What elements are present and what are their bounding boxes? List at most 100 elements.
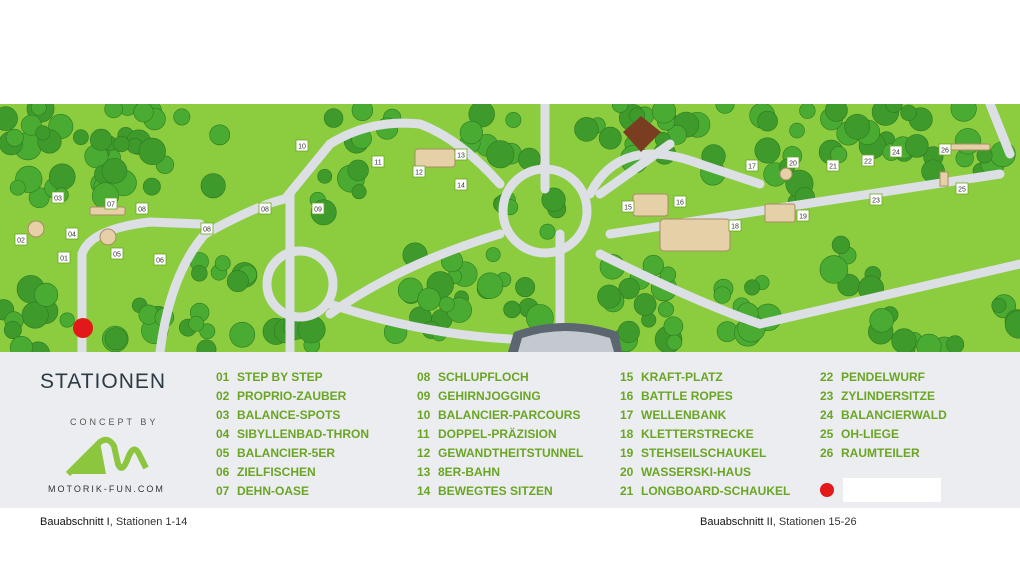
roundabout-center: [498, 164, 592, 258]
legend-station: 02 PROPRIO-ZAUBER: [216, 387, 369, 406]
station-marker: 25: [955, 182, 969, 195]
station-marker: 08: [200, 222, 214, 235]
station-marker-label: 20: [789, 161, 797, 168]
station-marker: 22: [861, 154, 875, 167]
station-marker: 11: [371, 155, 385, 168]
station-marker: 13: [454, 148, 468, 161]
station-marker-label: 25: [958, 187, 966, 194]
station-name: BALANCIER-5ER: [237, 446, 336, 460]
station-number: 04: [216, 427, 230, 441]
station-marker-label: 07: [107, 202, 115, 209]
station-marker: 14: [454, 178, 468, 191]
concept-by-label: CONCEPT BY: [70, 417, 159, 427]
station-number: 14: [417, 484, 431, 498]
footer-section-1-stations: , Stationen 1-14: [109, 516, 188, 528]
station-name: SCHLUPFLOCH: [438, 370, 529, 384]
station-name: GEHIRNJOGGING: [438, 389, 541, 403]
station-name: PENDELWURF: [841, 370, 925, 384]
station-marker-label: 26: [941, 148, 949, 155]
station-marker-label: 14: [457, 183, 465, 190]
stage-inner: [518, 331, 614, 352]
station-marker-label: 21: [829, 164, 837, 171]
station-marker-label: 08: [203, 227, 211, 234]
footer-section-2-title: Bauabschnitt II: [700, 516, 773, 528]
legend-station: 04 SIBYLLENBAD-THRON: [216, 425, 369, 444]
tree-clusters: [0, 104, 1020, 352]
footer-section-1-title: Bauabschnitt I: [40, 516, 110, 528]
station-name: PROPRIO-ZAUBER: [237, 389, 347, 403]
logo-text: MOTORIK-FUN.COM: [48, 484, 165, 494]
station-name: SIBYLLENBAD-THRON: [237, 427, 369, 441]
station-marker: 10: [295, 139, 309, 152]
station-marker: 24: [889, 145, 903, 158]
station-name: ZYLINDERSITZE: [841, 389, 936, 403]
station-name: WELLENBANK: [641, 408, 727, 422]
station-name: LONGBOARD-SCHAUKEL: [641, 484, 791, 498]
station-name: BALANCIER-PARCOURS: [438, 408, 581, 422]
station-marker-label: 08: [261, 207, 269, 214]
station-marker-label: 17: [748, 164, 756, 171]
station-marker: 12: [412, 165, 426, 178]
station-number: 02: [216, 389, 230, 403]
station-marker: 01: [57, 251, 71, 264]
station-number: 20: [620, 465, 634, 479]
legend-station: 03 BALANCE-SPOTS: [216, 406, 369, 425]
start-marker-legend: [820, 483, 834, 497]
station-name: BEWEGTES SITZEN: [438, 484, 553, 498]
station-number: 12: [417, 446, 431, 460]
station-number: 15: [620, 370, 634, 384]
station-name: STEP BY STEP: [237, 370, 323, 384]
station-marker-label: 05: [113, 252, 121, 259]
station-number: 24: [820, 408, 834, 422]
station-marker: 17: [745, 159, 759, 172]
station-marker-label: 13: [457, 153, 465, 160]
station-number: 17: [620, 408, 634, 422]
station-number: 23: [820, 389, 834, 403]
station-number: 26: [820, 446, 834, 460]
station-marker-label: 23: [872, 198, 880, 205]
legend-station: 15 KRAFT-PLATZ: [620, 368, 790, 387]
station-number: 03: [216, 408, 230, 422]
station-number: 19: [620, 446, 634, 460]
legend-station: 17 WELLENBANK: [620, 406, 790, 425]
footer-section-2: Bauabschnitt II, Stationen 15-26: [700, 516, 857, 528]
station-name: OH-LIEGE: [841, 427, 900, 441]
station-marker: 09: [311, 202, 325, 215]
footer-section-2-stations: , Stationen 15-26: [772, 516, 857, 528]
station-marker-label: 08: [138, 207, 146, 214]
station-name: RAUMTEILER: [841, 446, 920, 460]
station-marker: 05: [110, 247, 124, 260]
station-marker-label: 24: [892, 150, 900, 157]
station-name: KRAFT-PLATZ: [641, 370, 723, 384]
station-number: 13: [417, 465, 431, 479]
station-name: BALANCIERWALD: [841, 408, 947, 422]
legend-title: STATIONEN: [40, 370, 167, 393]
station-marker: 03: [51, 191, 65, 204]
station-marker-label: 03: [54, 196, 62, 203]
legend-station: 24 BALANCIERWALD: [820, 406, 947, 425]
station-marker-label: 12: [415, 170, 423, 177]
station-number: 18: [620, 427, 634, 441]
station-marker: 18: [728, 219, 742, 232]
station-number: 09: [417, 389, 431, 403]
footer-section-1: Bauabschnitt I, Stationen 1-14: [40, 516, 187, 528]
station-name: BALANCE-SPOTS: [237, 408, 341, 422]
station-number: 07: [216, 484, 230, 498]
